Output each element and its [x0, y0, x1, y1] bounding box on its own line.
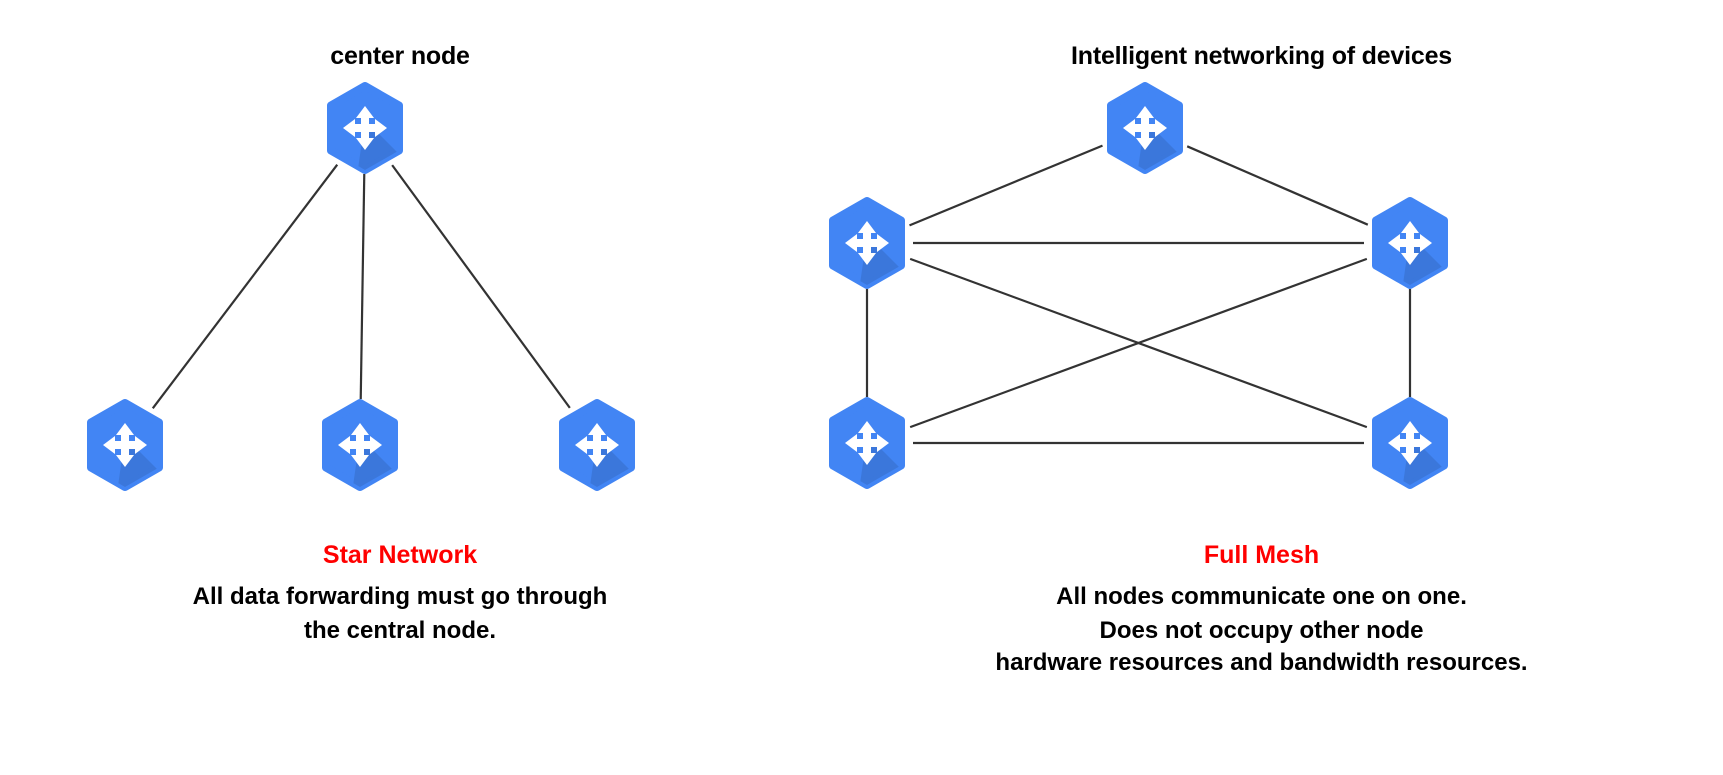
four-way-arrow-icon	[575, 423, 619, 467]
star-description-line-2: the central node.	[303, 617, 497, 644]
router-hexagon-icon[interactable]	[819, 395, 915, 491]
router-hexagon-icon[interactable]	[312, 397, 408, 493]
four-way-arrow-icon	[1388, 421, 1432, 465]
router-hexagon-icon-svg	[1372, 397, 1448, 489]
hexagon-shadow	[1402, 435, 1444, 485]
star-center-node-label: center node	[330, 42, 470, 70]
hexagon-shadow	[1137, 120, 1179, 170]
router-hexagon-icon-svg	[1372, 197, 1448, 289]
router-hexagon-icon-svg	[829, 197, 905, 289]
hexagon-shadow	[859, 235, 901, 285]
connection-line	[151, 164, 339, 409]
connection-line	[359, 173, 366, 400]
router-hexagon-icon-svg	[1107, 82, 1183, 174]
router-hexagon-icon-svg	[327, 82, 403, 174]
four-way-arrow-icon	[845, 421, 889, 465]
four-way-arrow-icon	[343, 106, 387, 150]
mesh-heading-label: Intelligent networking of devices	[1071, 42, 1452, 70]
router-hexagon-icon[interactable]	[819, 195, 915, 291]
router-hexagon-icon[interactable]	[549, 397, 645, 493]
router-hexagon-icon[interactable]	[317, 80, 413, 176]
hexagon-shadow	[589, 437, 631, 487]
connection-line	[1186, 145, 1369, 226]
star-network-diagram: center node Star Network All data forwar…	[0, 0, 800, 775]
four-way-arrow-icon	[1388, 221, 1432, 265]
hexagon-shadow	[357, 120, 399, 170]
router-hexagon-icon[interactable]	[77, 397, 173, 493]
hexagon-shadow	[117, 437, 159, 487]
hexagon-shadow	[859, 435, 901, 485]
four-way-arrow-icon	[1123, 106, 1167, 150]
router-hexagon-icon-svg	[87, 399, 163, 491]
router-hexagon-icon-svg	[322, 399, 398, 491]
connection-line	[909, 257, 1368, 429]
hexagon-shadow	[352, 437, 394, 487]
router-hexagon-icon-svg	[559, 399, 635, 491]
four-way-arrow-icon	[103, 423, 147, 467]
four-way-arrow-icon	[845, 221, 889, 265]
connection-line	[909, 144, 1103, 227]
mesh-description-line-1: All nodes communicate one on one.	[1056, 583, 1467, 610]
router-hexagon-icon[interactable]	[1362, 195, 1458, 291]
full-mesh-diagram: Intelligent networking of devices Full M…	[800, 0, 1723, 775]
mesh-topology-label: Full Mesh	[1203, 541, 1320, 569]
router-hexagon-icon-svg	[829, 397, 905, 489]
mesh-description-line-2: Does not occupy other node	[1099, 617, 1424, 644]
star-topology-label: Star Network	[322, 541, 478, 569]
router-hexagon-icon[interactable]	[1097, 80, 1193, 176]
four-way-arrow-icon	[338, 423, 382, 467]
mesh-description-line-3: hardware resources and bandwidth resourc…	[995, 649, 1528, 676]
star-description-line-1: All data forwarding must go through	[192, 583, 608, 610]
router-hexagon-icon[interactable]	[1362, 395, 1458, 491]
hexagon-shadow	[1402, 235, 1444, 285]
connection-line	[391, 164, 571, 409]
